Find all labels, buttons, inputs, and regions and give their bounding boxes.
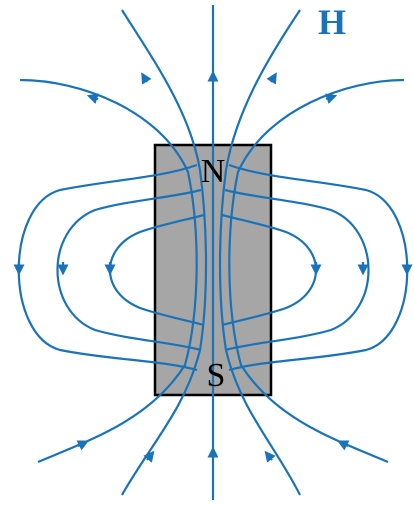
field-arrow-right-1-bottom <box>264 450 276 463</box>
field-arrow-right-2-bottom <box>337 440 350 451</box>
field-arrow-left-2-top <box>86 93 99 104</box>
field-arrow-left-2-bottom <box>76 440 89 451</box>
field-lines <box>13 5 413 500</box>
field-line-left-1 <box>121 9 208 496</box>
field-loop-right-middle <box>224 188 370 352</box>
field-arrow-left-1-bottom <box>143 450 155 463</box>
field-arrow-right-1-top <box>266 72 277 85</box>
field-line-right-1 <box>218 9 301 496</box>
field-line-left-2 <box>19 78 198 464</box>
field-arrow-left-1-top <box>141 72 152 85</box>
field-label-h: H <box>318 2 346 42</box>
north-pole-label: N <box>201 153 226 190</box>
south-pole-label: S <box>207 357 226 394</box>
field-line-right-2 <box>228 78 405 464</box>
field-arrow-right-2-top <box>325 93 338 104</box>
